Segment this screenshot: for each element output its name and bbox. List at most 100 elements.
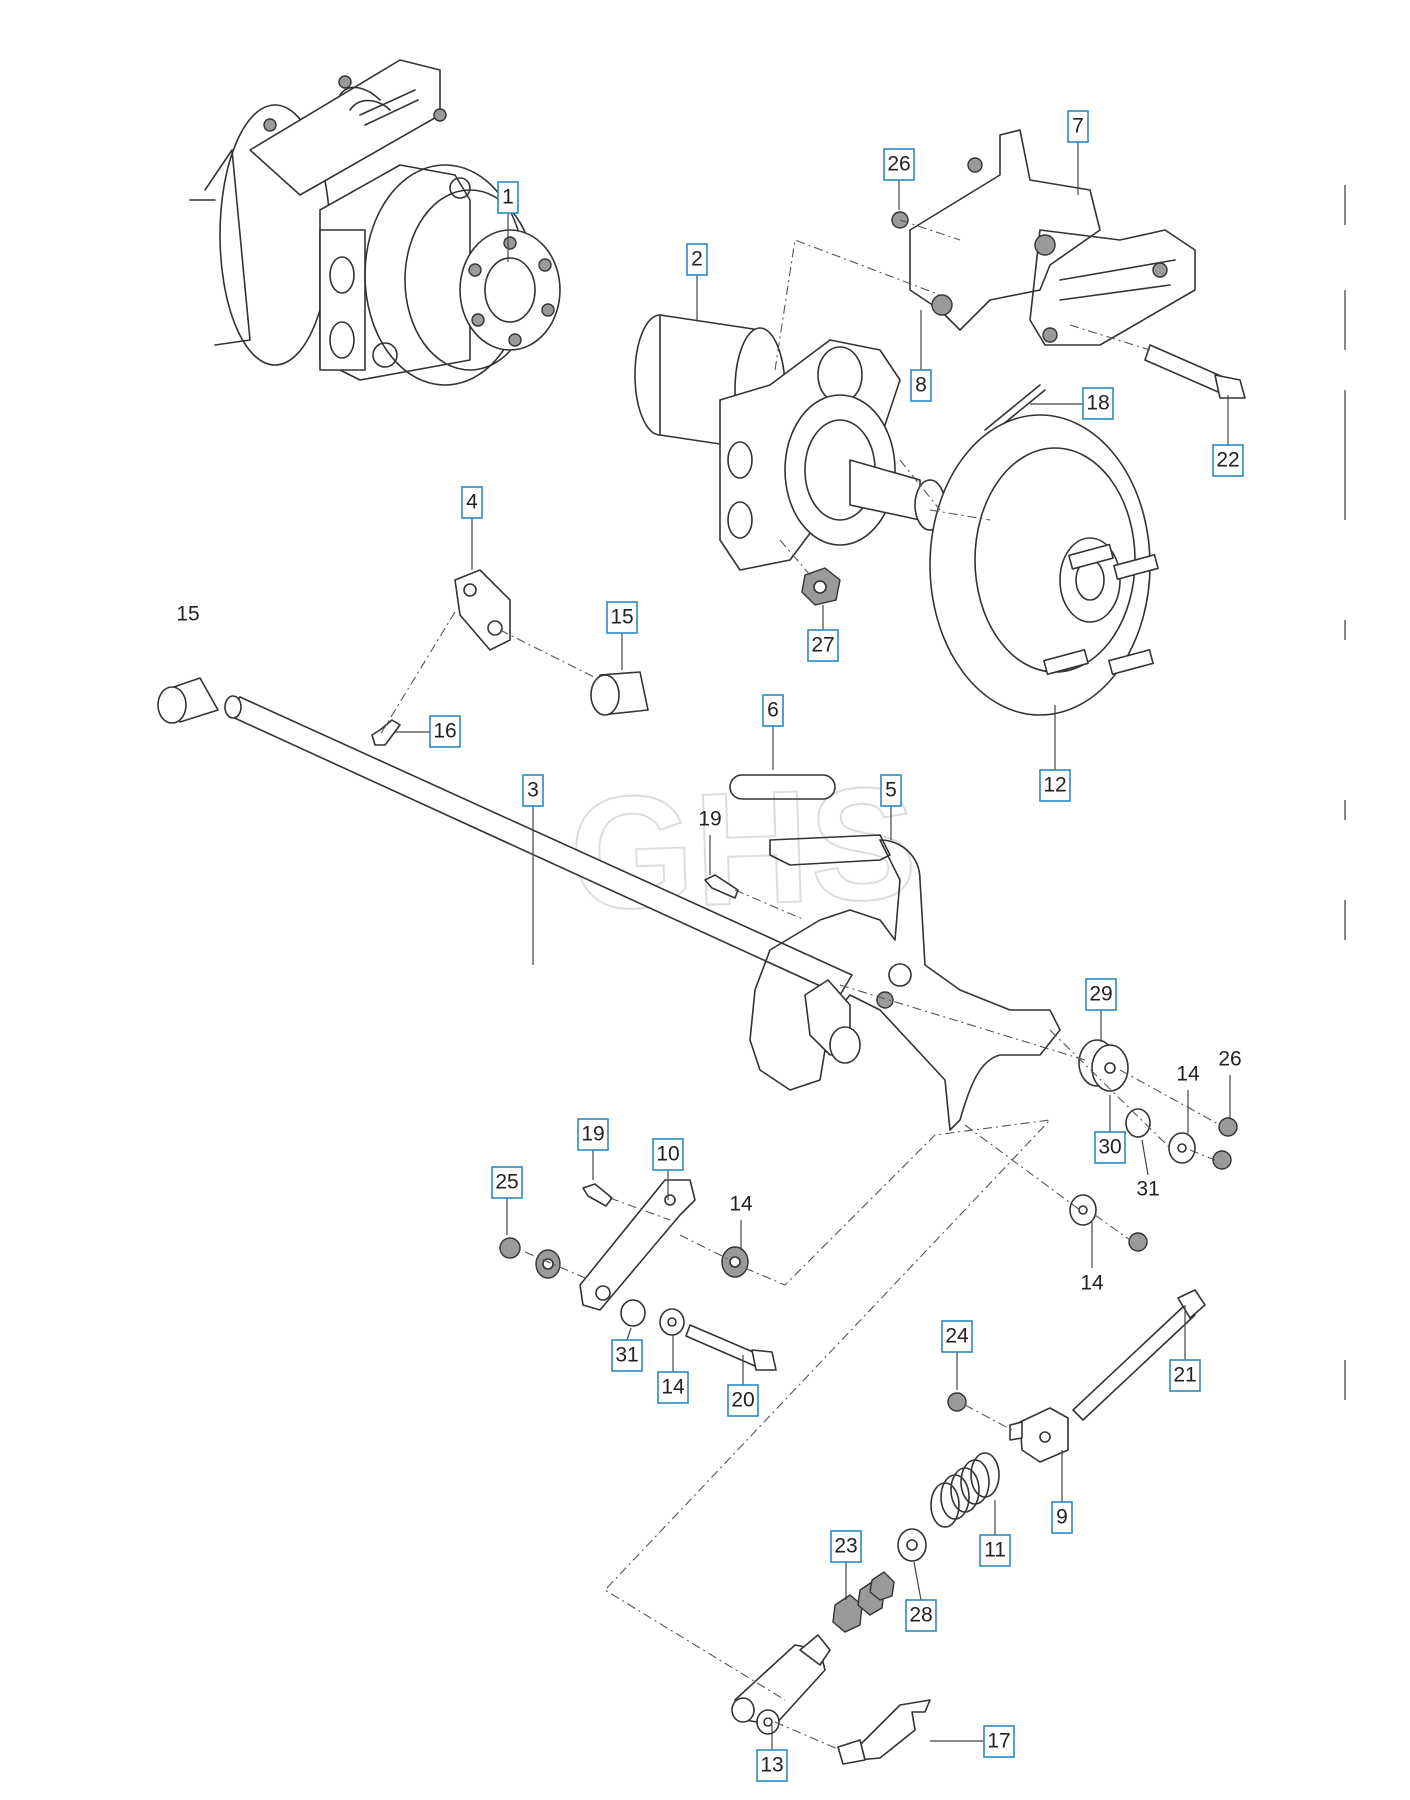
- svg-text:31: 31: [615, 1344, 638, 1367]
- assembly-lines: [379, 219, 1221, 1751]
- callout-14-left: 14: [657, 1371, 689, 1404]
- bolt-20: [685, 1324, 777, 1371]
- svg-text:3: 3: [527, 779, 539, 802]
- callout-30: 30: [1094, 1131, 1126, 1164]
- svg-text:22: 22: [1216, 449, 1239, 472]
- pivot-block: [1009, 1407, 1069, 1463]
- svg-text:17: 17: [987, 1730, 1010, 1753]
- callout-2: 2: [686, 243, 708, 276]
- callout-26-right: 26: [1218, 1048, 1241, 1071]
- callout-20: 20: [727, 1384, 759, 1417]
- callout-3: 3: [522, 774, 544, 807]
- svg-text:26: 26: [887, 153, 910, 176]
- callout-14-right-upper: 14: [1176, 1063, 1200, 1086]
- callout-15-left: 15: [176, 603, 199, 626]
- svg-text:29: 29: [1089, 983, 1112, 1006]
- callout-31-left: 31: [611, 1339, 643, 1372]
- cross-shaft: [224, 695, 853, 996]
- svg-text:19: 19: [698, 808, 721, 831]
- svg-text:21: 21: [1173, 1364, 1196, 1387]
- leader-lines: [395, 142, 1231, 1750]
- callout-29: 29: [1085, 978, 1117, 1011]
- spring: [930, 1452, 1000, 1528]
- svg-text:24: 24: [945, 1325, 969, 1348]
- hydraulic-motor: [634, 314, 946, 571]
- svg-text:26: 26: [1218, 1048, 1241, 1071]
- bolt-22: [1144, 344, 1246, 399]
- nut-27: [801, 567, 841, 606]
- svg-text:7: 7: [1072, 115, 1084, 138]
- svg-text:2: 2: [691, 248, 703, 271]
- svg-text:20: 20: [731, 1389, 754, 1412]
- callout-19-upper: 19: [698, 808, 721, 831]
- callout-4: 4: [461, 486, 483, 519]
- watermark: GHS: [567, 752, 920, 943]
- callout-15-right: 15: [606, 601, 638, 634]
- svg-text:23: 23: [834, 1535, 857, 1558]
- bushing-left: [157, 677, 219, 724]
- brake-bracket: [891, 129, 1196, 346]
- callout-22: 22: [1212, 444, 1244, 477]
- callout-5: 5: [880, 774, 902, 807]
- bushing-31-left: [620, 1299, 646, 1327]
- callout-12: 12: [1039, 769, 1071, 802]
- svg-text:5: 5: [885, 779, 897, 802]
- link-arm: [579, 1179, 696, 1311]
- washer-14-left: [659, 1308, 685, 1336]
- callout-26-top: 26: [883, 148, 915, 181]
- svg-text:14: 14: [661, 1376, 685, 1399]
- callout-6: 6: [762, 694, 784, 727]
- callout-13: 13: [756, 1749, 788, 1782]
- svg-text:28: 28: [909, 1604, 932, 1627]
- svg-text:30: 30: [1098, 1136, 1121, 1159]
- callout-24: 24: [941, 1320, 973, 1353]
- bushing-31-right: [1125, 1108, 1151, 1138]
- svg-text:10: 10: [656, 1143, 679, 1166]
- svg-text:6: 6: [767, 699, 779, 722]
- svg-text:1: 1: [502, 186, 514, 209]
- callout-19-lower: 19: [577, 1118, 609, 1151]
- callout-14-lever: 14: [729, 1193, 753, 1216]
- callout-25: 25: [491, 1166, 523, 1199]
- svg-text:18: 18: [1086, 392, 1109, 415]
- callout-16: 16: [429, 715, 461, 748]
- rod-21: [1072, 1289, 1206, 1421]
- clevis: [731, 1634, 831, 1735]
- callout-17: 17: [983, 1725, 1015, 1758]
- washer-14-lever: [721, 1246, 749, 1278]
- nut-right-lower: [1128, 1232, 1148, 1252]
- svg-text:11: 11: [984, 1539, 1006, 1562]
- washer-left: [535, 1249, 561, 1279]
- svg-text:31: 31: [1136, 1178, 1159, 1201]
- svg-text:25: 25: [495, 1171, 518, 1194]
- callout-27: 27: [807, 629, 839, 662]
- svg-text:16: 16: [433, 720, 456, 743]
- retaining-clip: [837, 1699, 931, 1765]
- nut-26-right: [1218, 1117, 1238, 1137]
- svg-text:13: 13: [760, 1754, 783, 1777]
- svg-text:14: 14: [1080, 1272, 1104, 1295]
- callout-7: 7: [1067, 110, 1089, 143]
- svg-text:14: 14: [1176, 1063, 1200, 1086]
- callout-8: 8: [910, 369, 932, 402]
- svg-text:9: 9: [1056, 1506, 1068, 1529]
- callout-31-right: 31: [1136, 1178, 1159, 1201]
- bolt-19-upper: [704, 874, 739, 899]
- washer-14-right-upper: [1168, 1132, 1196, 1164]
- washer-14-right-lower: [1069, 1194, 1097, 1226]
- svg-text:15: 15: [176, 603, 199, 626]
- callout-10: 10: [652, 1138, 684, 1171]
- nut-25: [499, 1237, 521, 1259]
- roller-29: [1078, 1039, 1129, 1092]
- bushing-right: [590, 671, 649, 716]
- pin-16: [371, 719, 401, 746]
- brake-disc: [929, 414, 1159, 716]
- bolt-19-lower: [582, 1183, 613, 1207]
- nut-24: [947, 1392, 967, 1412]
- svg-text:8: 8: [915, 374, 927, 397]
- svg-text:15: 15: [610, 606, 633, 629]
- callout-1: 1: [497, 181, 519, 214]
- callout-14-right-lower: 14: [1080, 1272, 1104, 1295]
- callout-21: 21: [1169, 1359, 1201, 1392]
